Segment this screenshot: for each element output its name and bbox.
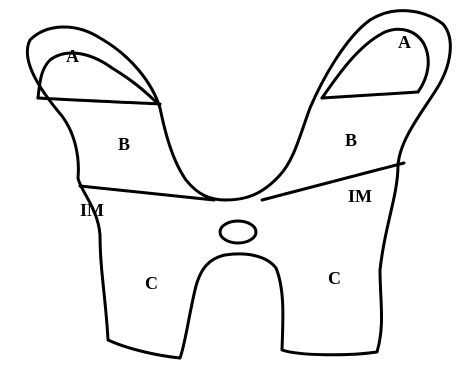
label-b-right: B: [345, 130, 357, 150]
region-a-left-border: [38, 53, 156, 102]
im-line-right: [262, 163, 404, 200]
label-c-right: C: [328, 268, 341, 288]
region-a-right-inner: [322, 92, 418, 98]
label-im-right: IM: [348, 186, 372, 206]
region-a-right-border: [322, 29, 428, 98]
label-b-left: B: [118, 134, 130, 154]
label-a-left: A: [66, 46, 79, 66]
label-c-left: C: [145, 273, 158, 293]
label-a-right: A: [398, 32, 411, 52]
label-im-left: IM: [80, 200, 104, 220]
region-a-left-inner: [38, 98, 160, 104]
foramen: [220, 221, 256, 243]
bone-outline: [27, 11, 450, 358]
